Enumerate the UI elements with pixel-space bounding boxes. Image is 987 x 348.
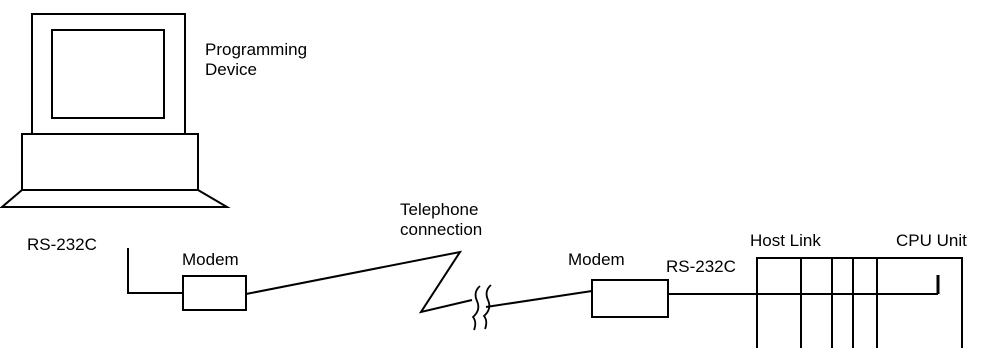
host-link-label: Host Link [750, 231, 821, 250]
rs232c-cable-left [127, 248, 183, 294]
modem-left-label: Modem [182, 250, 239, 269]
cpu-unit-label: CPU Unit [896, 231, 967, 250]
modem-right-label: Modem [568, 250, 625, 269]
modem-right-box [591, 279, 669, 318]
computer-base [21, 133, 199, 191]
line-break-icon [471, 284, 492, 331]
keyboard [0, 189, 231, 208]
programming-device-label-line1: Programming [205, 40, 308, 59]
programming-device-label-line2: Device [205, 60, 257, 79]
computer-icon [0, 13, 231, 208]
telephone-label-line2: connection [400, 220, 483, 239]
telephone-line [245, 250, 473, 314]
rs232c-left-label: RS-232C [27, 235, 97, 254]
telephone-line-right [485, 290, 593, 308]
plc-rack-outline [756, 257, 963, 348]
monitor-body [31, 13, 186, 135]
rs232c-right-label: RS-232C [666, 257, 736, 276]
plc-rack [756, 257, 963, 348]
telephone-label-line1: Telephone [400, 200, 479, 219]
monitor-screen [51, 29, 165, 119]
modem-left-box [182, 275, 247, 311]
